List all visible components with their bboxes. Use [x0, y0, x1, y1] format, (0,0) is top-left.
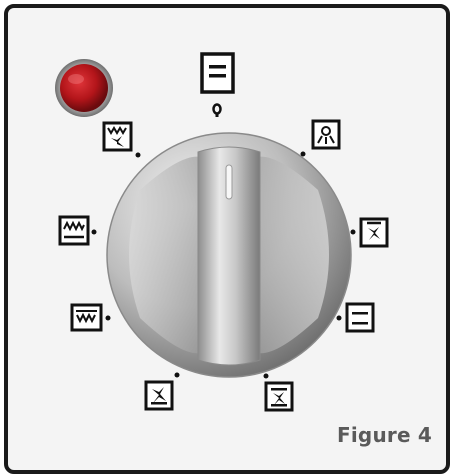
off-position-icon [200, 52, 235, 117]
fan-bottom-heat-icon [263, 373, 294, 412]
top-bottom-heat-icon [336, 302, 375, 333]
indicator-light [55, 59, 113, 117]
oven-control-panel: Figure 4 [4, 4, 450, 474]
double-grill-fan-icon [102, 121, 141, 158]
knob-pointer [225, 164, 233, 200]
function-knob[interactable] [106, 132, 352, 378]
fan-top-icon [350, 217, 389, 248]
panel-artwork [55, 52, 389, 412]
oven-lamp-icon [300, 119, 341, 157]
grill-icon [70, 303, 111, 332]
fan-grill-icon [58, 215, 97, 246]
fan-only-icon [144, 372, 180, 411]
figure-caption: Figure 4 [337, 423, 432, 447]
